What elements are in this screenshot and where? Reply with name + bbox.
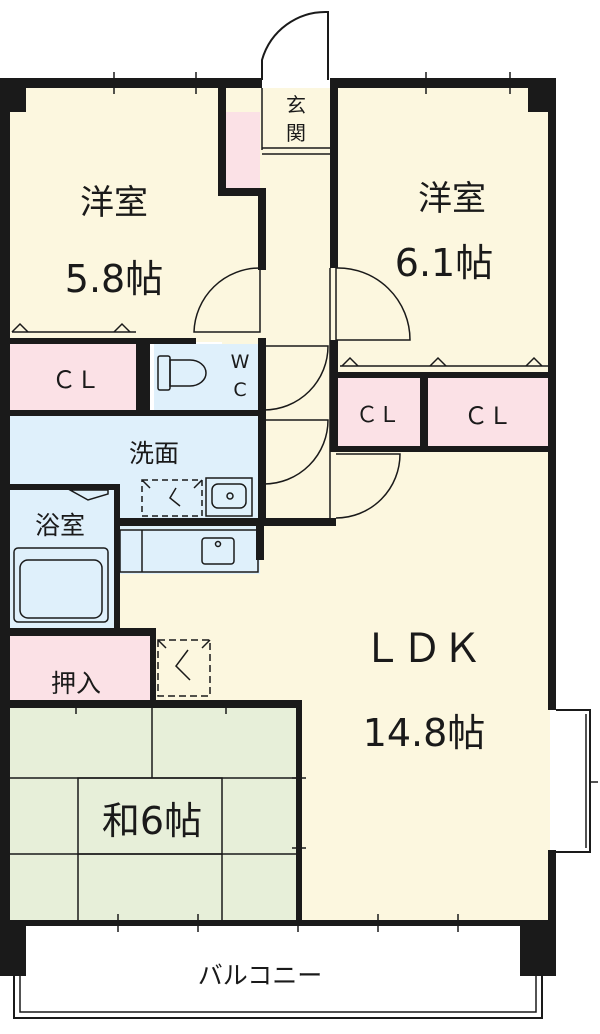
western-room-2-size: 6.1帖 xyxy=(395,241,493,285)
wall-closet1-bottom xyxy=(10,410,266,416)
entrance-label-2: 関 xyxy=(286,121,306,145)
wall-room1-right xyxy=(258,188,266,270)
wall-japanese-right xyxy=(296,700,302,922)
wall-wc-top xyxy=(150,338,196,344)
wall-closet1-right xyxy=(136,338,150,414)
door-ldk xyxy=(335,453,401,519)
wall-tick-marks xyxy=(75,700,306,849)
door-room2 xyxy=(335,267,411,341)
door-room1 xyxy=(193,267,261,333)
western-room-1-floor xyxy=(10,88,222,342)
wall-wash-bottom xyxy=(114,518,336,526)
wall-bath-bottom xyxy=(10,628,154,636)
entrance-closet-floor xyxy=(224,112,260,190)
entrance-label-1: 玄 xyxy=(286,93,306,117)
bay-window xyxy=(556,709,591,853)
closet-3-label: ＣＬ xyxy=(464,402,512,430)
wash-basin-icon xyxy=(205,477,253,517)
japanese-room-floor xyxy=(10,706,298,920)
balcony-rail-inner xyxy=(19,976,537,1013)
closet-1-label: ＣＬ xyxy=(52,366,100,394)
wall-bath-right xyxy=(114,484,120,630)
storage-label: 押入 xyxy=(51,669,101,698)
western-room-2-floor xyxy=(336,88,550,376)
bathroom-label: 浴室 xyxy=(35,511,85,540)
wall-japanese-top xyxy=(10,700,302,708)
wall-storage-right xyxy=(150,628,156,704)
ldk-floor-lower xyxy=(300,700,550,924)
wc-label-c: C xyxy=(233,379,246,401)
japanese-room-label: 和6帖 xyxy=(102,799,202,843)
corner-block-tl xyxy=(0,78,26,112)
outer-wall-top-left xyxy=(0,78,262,88)
washing-machine-pan-icon xyxy=(141,479,203,517)
closet-3-floor xyxy=(428,378,550,446)
corner-block-br xyxy=(520,922,556,976)
toilet-icon xyxy=(157,355,207,391)
closet-2-floor xyxy=(336,378,420,446)
corner-block-tr xyxy=(528,78,556,112)
wall-entrance-closet-bottom xyxy=(218,188,264,196)
wall-room2-bottom xyxy=(336,372,550,378)
wall-wash-right xyxy=(258,416,266,526)
outer-wall-left xyxy=(0,78,10,976)
ldk-size: 14.8帖 xyxy=(363,711,486,755)
wall-bath-top xyxy=(10,484,120,490)
outer-wall-top-right xyxy=(330,78,556,88)
refrigerator-space-icon xyxy=(157,639,211,697)
balcony-label: バルコニー xyxy=(198,961,323,990)
bathtub-icon xyxy=(13,547,109,623)
door-wash xyxy=(263,419,329,485)
closet-1-floor xyxy=(10,344,138,410)
wall-closet1-top xyxy=(10,338,150,344)
wall-kitchen-right xyxy=(256,526,264,560)
corner-block-bl xyxy=(0,922,26,976)
wall-room2-left-lower xyxy=(330,340,338,452)
wc-label-w: W xyxy=(231,351,250,373)
kitchen-counter-floor xyxy=(118,526,260,574)
balcony-rail xyxy=(13,976,543,1019)
western-room-2-name: 洋室 xyxy=(418,179,486,219)
tatami-mats xyxy=(10,708,296,920)
shelf-marks xyxy=(11,322,548,367)
wall-room2-left xyxy=(330,88,338,268)
wall-hall-bottom xyxy=(258,518,336,526)
wall-room1-right-upper xyxy=(218,88,226,192)
outer-wall-right xyxy=(548,78,556,710)
ldk-label: ＬＤＫ xyxy=(362,626,482,672)
wc-floor xyxy=(154,344,260,410)
western-room-1-name: 洋室 xyxy=(80,183,148,223)
wall-closets-bottom xyxy=(336,446,550,452)
outer-wall-bottom xyxy=(0,920,556,926)
wall-closet2-right xyxy=(420,378,428,450)
wall-wc-right xyxy=(258,338,266,416)
kitchen-sink-icon xyxy=(119,529,259,573)
western-room-1-size: 5.8帖 xyxy=(65,257,163,301)
entrance-door-swing xyxy=(261,10,329,80)
bathroom-floor xyxy=(10,488,116,628)
washroom-label: 洗面 xyxy=(129,439,179,468)
door-wc xyxy=(263,345,329,411)
storage-floor xyxy=(10,636,150,702)
door-bath xyxy=(67,489,109,501)
outer-wall-right-lower xyxy=(548,850,556,976)
window-marks-top xyxy=(113,72,511,94)
closet-2-label: ＣＬ xyxy=(356,403,400,428)
